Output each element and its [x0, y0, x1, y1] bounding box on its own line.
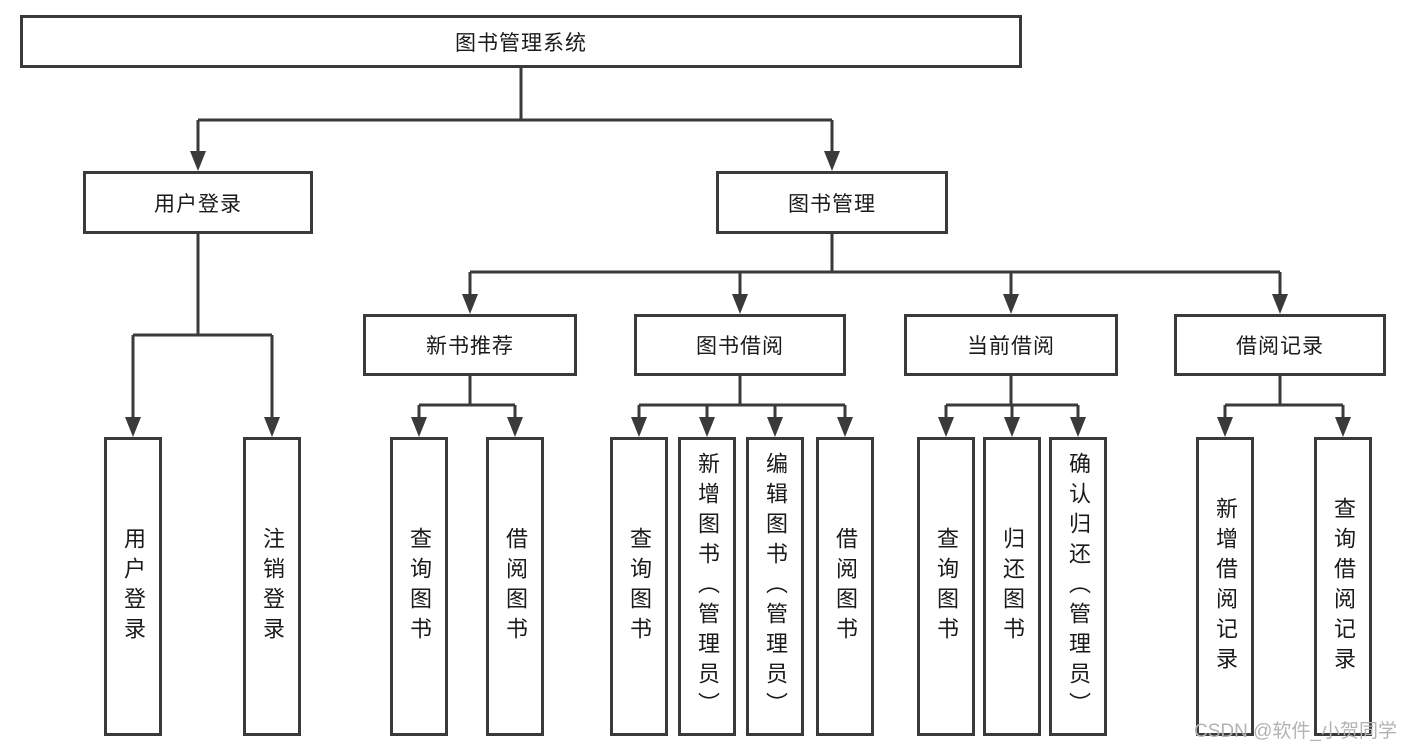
node-library-management-system: 图书管理系统	[20, 15, 1022, 68]
leaf-confirm-return-admin: 确认归还（管理员）	[1049, 437, 1107, 736]
node-user-login: 用户登录	[83, 171, 313, 234]
leaf-user-login: 用户登录	[104, 437, 162, 736]
node-book-management: 图书管理	[716, 171, 948, 234]
leaf-logout-login: 注销登录	[243, 437, 301, 736]
leaf-borrow-books: 借阅图书	[816, 437, 874, 736]
leaf-return-books: 归还图书	[983, 437, 1041, 736]
node-current-borrow: 当前借阅	[904, 314, 1118, 376]
node-book-borrow: 图书借阅	[634, 314, 846, 376]
leaf-add-book-admin: 新增图书（管理员）	[678, 437, 736, 736]
leaf-query-books-recommend: 查询图书	[390, 437, 448, 736]
csdn-watermark: CSDN @软件_小贺同学	[1194, 721, 1397, 742]
leaf-add-borrow-record: 新增借阅记录	[1196, 437, 1254, 736]
node-borrow-records: 借阅记录	[1174, 314, 1386, 376]
leaf-query-borrow-record: 查询借阅记录	[1314, 437, 1372, 736]
leaf-edit-book-admin: 编辑图书（管理员）	[746, 437, 804, 736]
node-new-book-recommend: 新书推荐	[363, 314, 577, 376]
leaf-query-books-current: 查询图书	[917, 437, 975, 736]
leaf-borrow-books-recommend: 借阅图书	[486, 437, 544, 736]
leaf-query-books-borrow: 查询图书	[610, 437, 668, 736]
